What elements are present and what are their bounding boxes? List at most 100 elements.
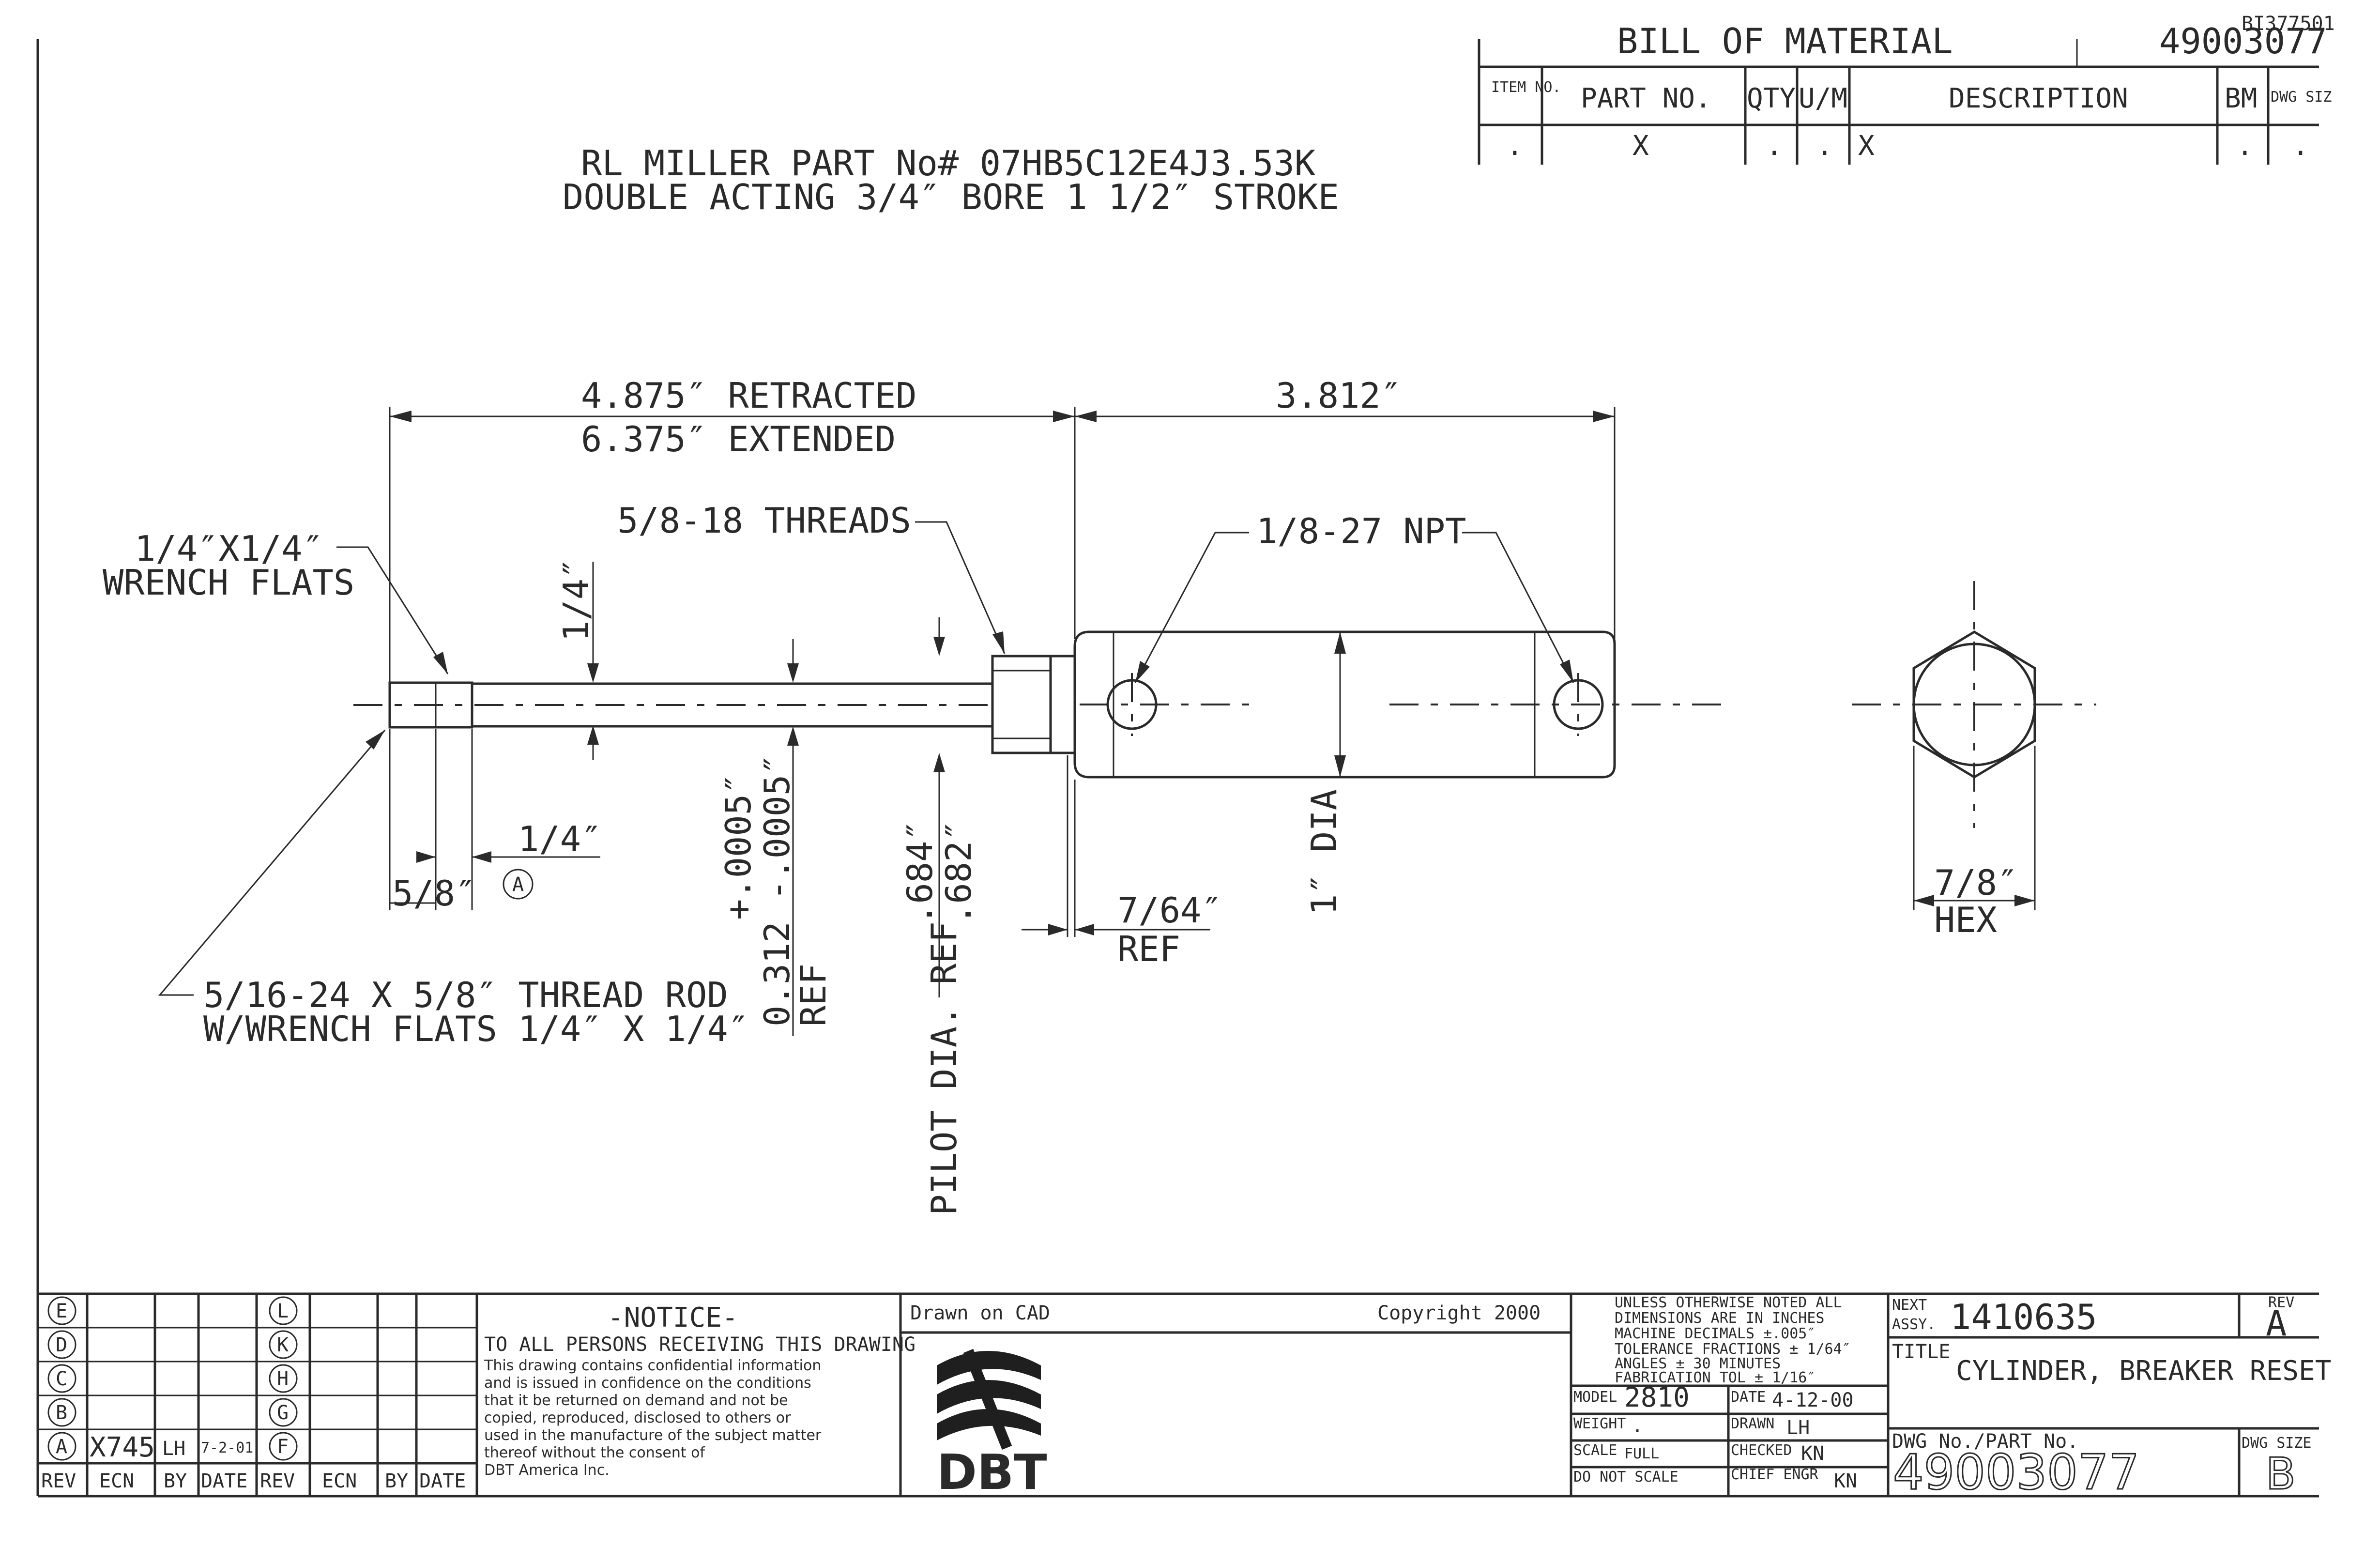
dim-diameter: 1″ DIA — [1304, 789, 1344, 915]
rev-footer-date-2: DATE — [419, 1470, 466, 1492]
diameter-dimension — [1334, 632, 1346, 777]
rev-letter-l: L — [277, 1300, 289, 1322]
notice-line-1: TO ALL PERSONS RECEIVING THIS DRAWING — [484, 1333, 915, 1356]
bom-header-um: U/M — [1799, 83, 1847, 114]
bom-cell-description: X — [1858, 130, 1875, 162]
dwg-no-label: DWG No./PART No. — [1892, 1430, 2078, 1453]
bom-header-part: PART NO. — [1581, 83, 1711, 114]
rev-a-by: LH — [162, 1438, 185, 1460]
dim-pilot-max: .684″ — [900, 820, 940, 925]
dim-five-eighths: 5/8″ — [392, 873, 476, 914]
bom-number: 49003077 — [2159, 21, 2327, 61]
rev-a-marker-letter: A — [512, 873, 524, 896]
cylinder-body — [1073, 630, 1724, 779]
tol-line-2: DIMENSIONS ARE IN INCHES — [1615, 1310, 1824, 1327]
rev-letter-c: C — [56, 1368, 67, 1390]
overall-length-dimension — [389, 407, 1616, 688]
next-assy-number: 1410635 — [1950, 1297, 2097, 1337]
bom-title: BILL OF MATERIAL — [1617, 21, 1953, 61]
rev-letter-f: F — [277, 1436, 289, 1458]
threaded-gland — [991, 655, 1076, 754]
weight-label: WEIGHT — [1573, 1415, 1626, 1432]
leader-lines — [158, 521, 1574, 996]
dbt-logo: DBT — [937, 1444, 1047, 1501]
next-assy-label-1: NEXT — [1892, 1297, 1927, 1314]
piston-rod — [353, 681, 992, 729]
rev-footer-rev-1: REV — [41, 1470, 76, 1492]
dbt-logo-mark — [937, 1348, 1041, 1450]
bom-cell-item: . — [1507, 130, 1523, 162]
dim-seven-sixtyfourths: 7/64″ — [1117, 890, 1222, 931]
rev-letter-b: B — [56, 1402, 67, 1424]
rev-value: A — [2266, 1303, 2287, 1344]
bom-header-description: DESCRIPTION — [1949, 83, 2128, 114]
dim-extended: 6.375″ EXTENDED — [581, 419, 896, 460]
rev-letter-d: D — [56, 1334, 67, 1356]
rev-a-date: 7-2-01 — [201, 1440, 253, 1456]
dim-wrench-flats-size: 1/4″X1/4″ — [135, 528, 323, 569]
gland-offset-dimension — [1022, 755, 1210, 937]
dim-quarter-horizontal: 1/4″ — [518, 819, 602, 859]
notice-line-2: This drawing contains confidential infor… — [484, 1357, 821, 1374]
rev-letter-h: H — [277, 1368, 289, 1390]
rev-footer-rev-2: REV — [260, 1470, 295, 1492]
part-number-line: RL MILLER PART No# 07HB5C12E4J3.53K — [581, 143, 1316, 184]
model-label: MODEL — [1573, 1389, 1617, 1406]
scale-value: FULL — [1624, 1445, 1659, 1462]
tol-line-6: FABRICATION TOL ± 1/16″ — [1615, 1369, 1816, 1386]
dim-rod-ref: REF — [793, 964, 834, 1026]
hex-end-view — [1852, 581, 2096, 910]
rev-letter-k: K — [277, 1334, 289, 1356]
chief-engr-value: KN — [1834, 1470, 1857, 1492]
notice-line-5: copied, reproduced, disclosed to others … — [484, 1409, 791, 1426]
checked-value: KN — [1801, 1442, 1824, 1465]
drawing-title: CYLINDER, BREAKER RESET — [1956, 1355, 2331, 1387]
rev-footer-ecn-2: ECN — [322, 1470, 357, 1492]
dim-hex-size: 7/8″ — [1934, 862, 2018, 903]
bom-header-qty: QTY — [1747, 83, 1796, 114]
dim-pilot-label: PILOT DIA. REF — [924, 921, 964, 1215]
tol-line-4: TOLERANCE FRACTIONS ± 1/64″ — [1615, 1341, 1851, 1358]
model-value: 2810 — [1624, 1382, 1690, 1413]
dwg-size: B — [2266, 1449, 2296, 1500]
dim-pilot-min: .682″ — [938, 820, 979, 925]
dim-npt: 1/8-27 NPT — [1256, 511, 1466, 551]
rev-label: REV — [2268, 1294, 2294, 1311]
notice-line-3: and is issued in confidence on the condi… — [484, 1375, 811, 1392]
dim-hex-label: HEX — [1934, 900, 1997, 940]
date-label: DATE — [1731, 1389, 1766, 1406]
copyright: Copyright 2000 — [1377, 1302, 1541, 1324]
scale-label: SCALE — [1573, 1442, 1617, 1459]
doc-ref: BI377501 — [2242, 13, 2335, 35]
rev-a-ecn: X745 — [90, 1432, 155, 1463]
thread-length-dimension — [389, 729, 600, 910]
notice-line-4: that it be returned on demand and not be — [484, 1392, 788, 1409]
pilot-diameter-dimension — [933, 617, 945, 997]
rev-footer-by-1: BY — [164, 1470, 187, 1492]
rev-a-marker — [503, 869, 534, 900]
notice-line-6: used in the manufacture of the subject m… — [484, 1427, 822, 1444]
checked-label: CHECKED — [1731, 1442, 1792, 1459]
rev-footer-by-2: BY — [385, 1470, 408, 1492]
bill-of-material: BILL OF MATERIAL 49003077 ITEM NO. PART … — [1478, 21, 2332, 165]
dim-seven-sixtyfourths-ref: REF — [1117, 929, 1180, 969]
next-assy-label-2: ASSY. — [1892, 1316, 1936, 1333]
notice-line-7: thereof without the consent of — [484, 1444, 706, 1461]
drawn-label: DRAWN — [1731, 1415, 1774, 1432]
do-not-scale: DO NOT SCALE — [1573, 1469, 1678, 1486]
dim-retracted: 4.875″ RETRACTED — [581, 375, 917, 416]
tol-line-5: ANGLES ± 30 MINUTES — [1615, 1355, 1781, 1372]
dim-threads: 5/8-18 THREADS — [617, 500, 911, 541]
flat-height-dimension — [587, 562, 599, 760]
dim-rod-tol-plus: +.0005″ — [718, 773, 759, 920]
bom-header-dwg-size: DWG SIZ — [2271, 89, 2332, 106]
tol-line-3: MACHINE DECIMALS ±.005″ — [1615, 1325, 1816, 1342]
dim-thread-rod-1: 5/16-24 X 5/8″ THREAD ROD — [203, 975, 728, 1015]
rev-letter-e: E — [56, 1300, 67, 1322]
chief-engr-label: CHIEF ENGR — [1731, 1466, 1819, 1483]
rev-letter-a: A — [56, 1436, 67, 1458]
notice-title: -NOTICE- — [608, 1302, 738, 1333]
date-value: 4-12-00 — [1772, 1389, 1854, 1411]
weight-value: . — [1632, 1415, 1643, 1437]
bom-header-item: ITEM NO. — [1491, 79, 1561, 96]
